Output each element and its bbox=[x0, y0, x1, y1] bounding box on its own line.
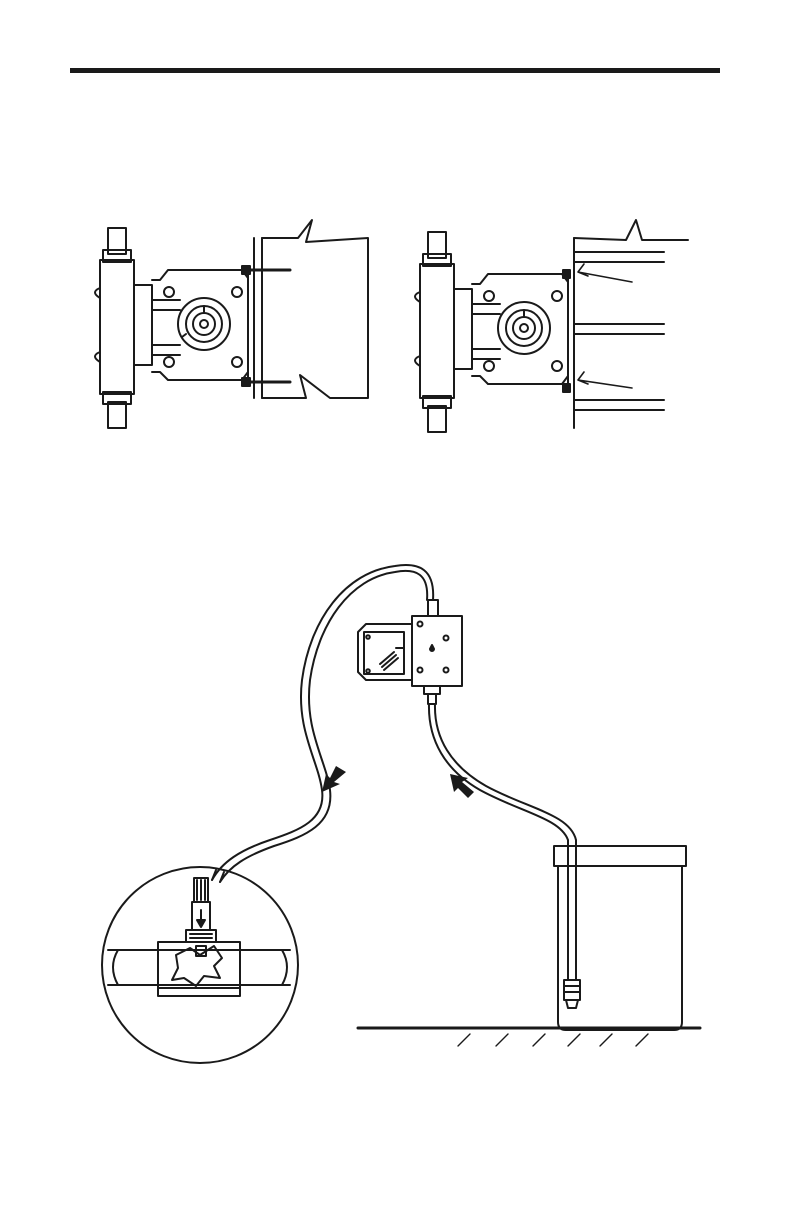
figure-pump-mount-wall-screws bbox=[415, 220, 688, 432]
ground-hatch-icon bbox=[458, 1034, 648, 1046]
figure-pump-installation-overview bbox=[102, 565, 700, 1063]
flow-arrow-icon bbox=[322, 766, 474, 798]
figure-pump-mount-through-bolt bbox=[95, 220, 368, 428]
drop-icon bbox=[430, 645, 434, 651]
